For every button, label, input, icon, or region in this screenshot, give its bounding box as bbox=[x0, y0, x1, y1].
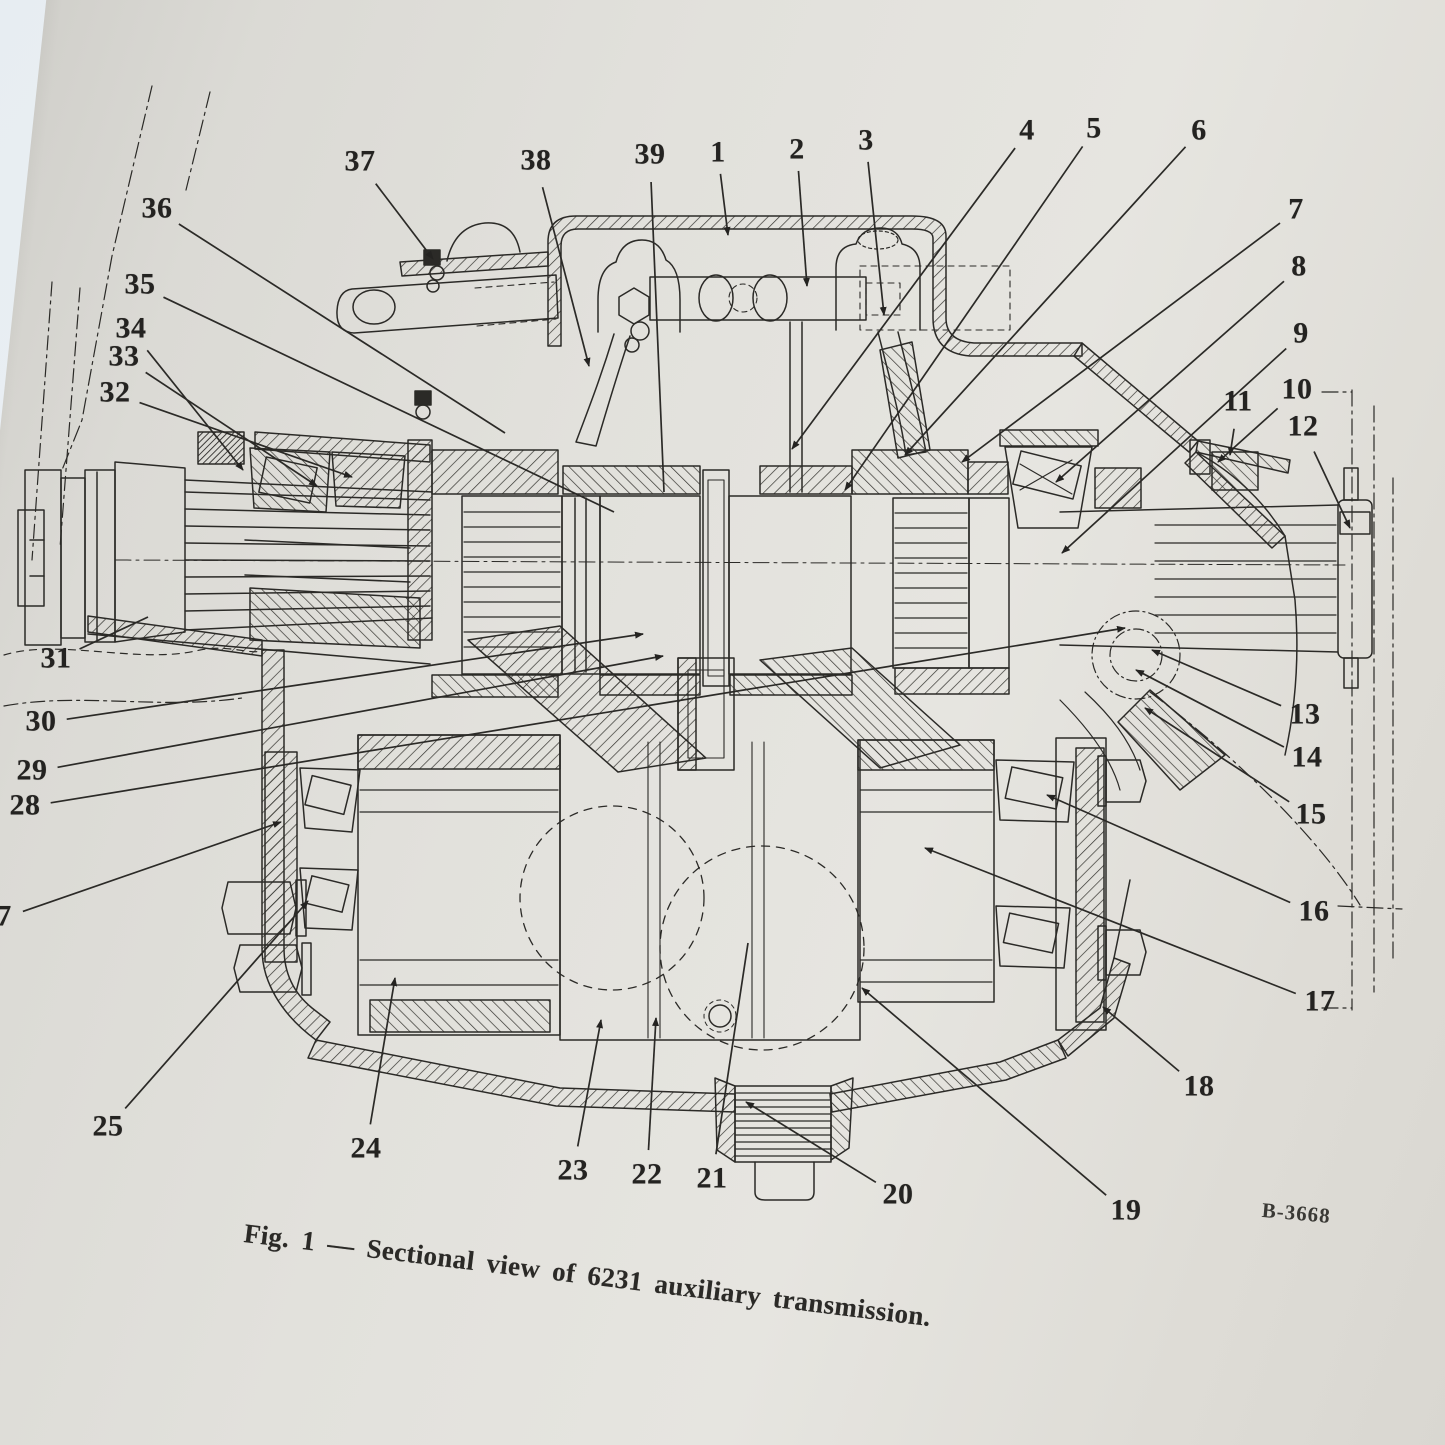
callout-12: 12 bbox=[1287, 409, 1319, 443]
leader-line-4-3 bbox=[791, 147, 1016, 450]
callout-38: 38 bbox=[520, 143, 552, 177]
leader-line-28-26 bbox=[50, 625, 1126, 804]
callout-21: 21 bbox=[696, 1161, 728, 1195]
leader-line-9-8 bbox=[1061, 347, 1287, 554]
callout-6: 6 bbox=[1191, 113, 1207, 147]
leader-line-11-10 bbox=[1227, 428, 1235, 456]
callout-8: 8 bbox=[1291, 249, 1307, 283]
callout-4: 4 bbox=[1019, 113, 1035, 147]
rear-bearing-cap bbox=[995, 737, 1147, 1031]
leader-line-35-33 bbox=[163, 296, 615, 513]
leader-line-33-31 bbox=[145, 371, 318, 487]
callout-22: 22 bbox=[631, 1157, 663, 1191]
leader-line-3-2 bbox=[867, 161, 887, 316]
center-webs bbox=[431, 625, 1010, 773]
callout-19: 19 bbox=[1110, 1193, 1142, 1227]
callout-36: 36 bbox=[141, 191, 173, 225]
callout-35: 35 bbox=[124, 267, 156, 301]
callout-1: 1 bbox=[710, 135, 726, 169]
leader-line-21-20 bbox=[715, 942, 749, 1155]
leader-line-30-28 bbox=[66, 631, 644, 721]
leader-line-39-37 bbox=[650, 181, 665, 493]
callout-34: 34 bbox=[115, 311, 147, 345]
output-bearing bbox=[999, 429, 1099, 529]
callout-23: 23 bbox=[557, 1153, 589, 1187]
callout-30: 30 bbox=[25, 704, 57, 738]
callout-33: 33 bbox=[108, 339, 140, 373]
callout-17: 17 bbox=[1304, 984, 1336, 1018]
callout-13: 13 bbox=[1289, 697, 1321, 731]
leader-line-29-27 bbox=[57, 654, 664, 769]
callout-25: 25 bbox=[92, 1109, 124, 1143]
leader-line-7-6 bbox=[961, 222, 1281, 463]
leader-line-20-19 bbox=[745, 1101, 877, 1184]
leader-line-8-7 bbox=[1055, 280, 1285, 483]
callout-7: 7 bbox=[1288, 192, 1304, 226]
leader-line-32-30 bbox=[139, 401, 353, 478]
leader-line-36-34 bbox=[178, 223, 506, 434]
drain-plug bbox=[714, 1077, 854, 1201]
callout-15: 15 bbox=[1295, 797, 1327, 831]
callout-20: 20 bbox=[882, 1177, 914, 1211]
callout-14: 14 bbox=[1291, 740, 1323, 774]
callout-2: 2 bbox=[789, 132, 805, 166]
shift-rail-forks bbox=[575, 227, 1011, 493]
shift-bracket-bar bbox=[336, 274, 559, 334]
leader-line-18-17 bbox=[1102, 1006, 1180, 1072]
front-bearing-retainer bbox=[197, 431, 433, 649]
callout-5: 5 bbox=[1086, 111, 1102, 145]
leader-line-13-12 bbox=[1151, 649, 1282, 707]
callout-7-clipped: 7 bbox=[0, 899, 12, 933]
leader-line-34-32 bbox=[146, 349, 244, 471]
leader-line-5-4 bbox=[844, 145, 1084, 491]
leader-line-25-24 bbox=[124, 900, 309, 1110]
mainshaft-bearing-caps bbox=[431, 449, 1009, 495]
leader-line-6-5 bbox=[904, 146, 1187, 456]
leader-line-7-25 bbox=[22, 821, 282, 913]
countershaft-gears bbox=[221, 734, 995, 1051]
leader-line-2-1 bbox=[797, 170, 810, 287]
callout-37: 37 bbox=[344, 144, 376, 178]
callout-10: 10 bbox=[1281, 372, 1313, 406]
callout-18: 18 bbox=[1183, 1069, 1215, 1103]
leader-line-22-21 bbox=[647, 1017, 660, 1151]
leader-line-17-16 bbox=[924, 847, 1297, 995]
callout-16: 16 bbox=[1298, 894, 1330, 928]
leader-line-37-35 bbox=[375, 183, 434, 260]
callout-11: 11 bbox=[1223, 384, 1253, 418]
leader-line-38-36 bbox=[541, 186, 591, 367]
callout-3: 3 bbox=[858, 123, 874, 157]
callout-31: 31 bbox=[40, 641, 72, 675]
leader-line-16-15 bbox=[1046, 794, 1291, 904]
leader-line-24-23 bbox=[369, 977, 398, 1125]
leader-line-12-11 bbox=[1313, 451, 1351, 529]
callout-9: 9 bbox=[1293, 316, 1309, 350]
leader-line-31-29 bbox=[79, 616, 149, 650]
leader-line-1-0 bbox=[719, 173, 731, 236]
callout-39: 39 bbox=[634, 137, 666, 171]
callout-32: 32 bbox=[99, 375, 131, 409]
leader-line-15-14 bbox=[1144, 707, 1290, 803]
leader-line-19-18 bbox=[861, 987, 1107, 1196]
callout-28: 28 bbox=[9, 788, 41, 822]
leader-line-14-13 bbox=[1135, 669, 1285, 748]
callout-24: 24 bbox=[350, 1131, 382, 1165]
leader-line-23-22 bbox=[576, 1019, 603, 1147]
callout-29: 29 bbox=[16, 753, 48, 787]
